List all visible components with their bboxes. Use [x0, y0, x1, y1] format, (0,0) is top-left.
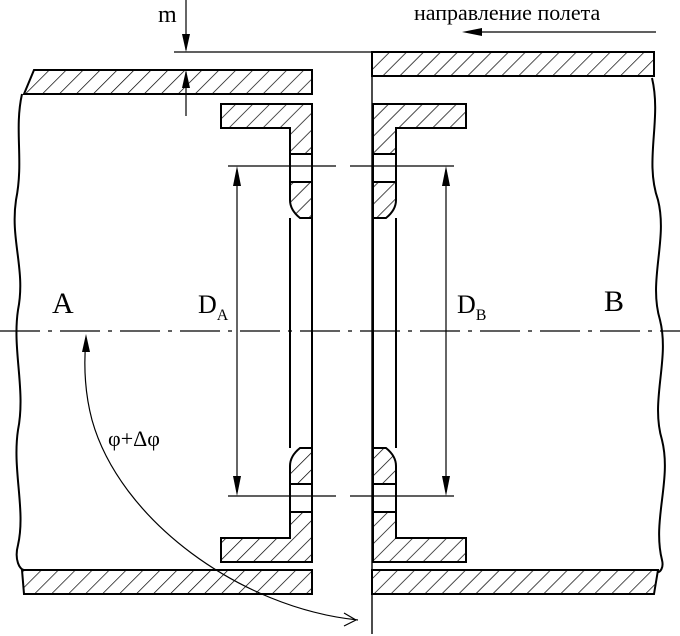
m-dimension	[174, 0, 372, 116]
section-b-label: B	[604, 285, 624, 318]
flight-direction-arrow	[462, 28, 656, 36]
left-break-line	[13, 93, 25, 571]
left-tube-bottom-wall	[20, 569, 313, 595]
left-flange-top	[220, 103, 313, 219]
angle-label: φ+Δφ	[108, 426, 160, 451]
section-a-label: A	[52, 287, 74, 320]
right-flange-bottom	[372, 447, 467, 563]
left-tube-top-wall	[22, 69, 313, 95]
da-label: DA	[198, 290, 229, 324]
right-tube-bottom-wall	[371, 569, 660, 595]
angle-arc	[84, 337, 359, 621]
right-break-line	[651, 77, 666, 573]
flight-direction-label: направление полета	[414, 0, 601, 25]
right-flange-top	[372, 103, 467, 219]
db-dimension-line	[442, 166, 450, 496]
da-dimension-line	[233, 166, 241, 496]
right-tube-top-wall	[371, 51, 655, 77]
db-label: DB	[457, 290, 486, 324]
m-label: m	[158, 2, 177, 28]
angle-arrow-end	[343, 612, 357, 627]
angle-arrow-start	[82, 334, 90, 352]
left-flange-bottom	[220, 447, 313, 563]
